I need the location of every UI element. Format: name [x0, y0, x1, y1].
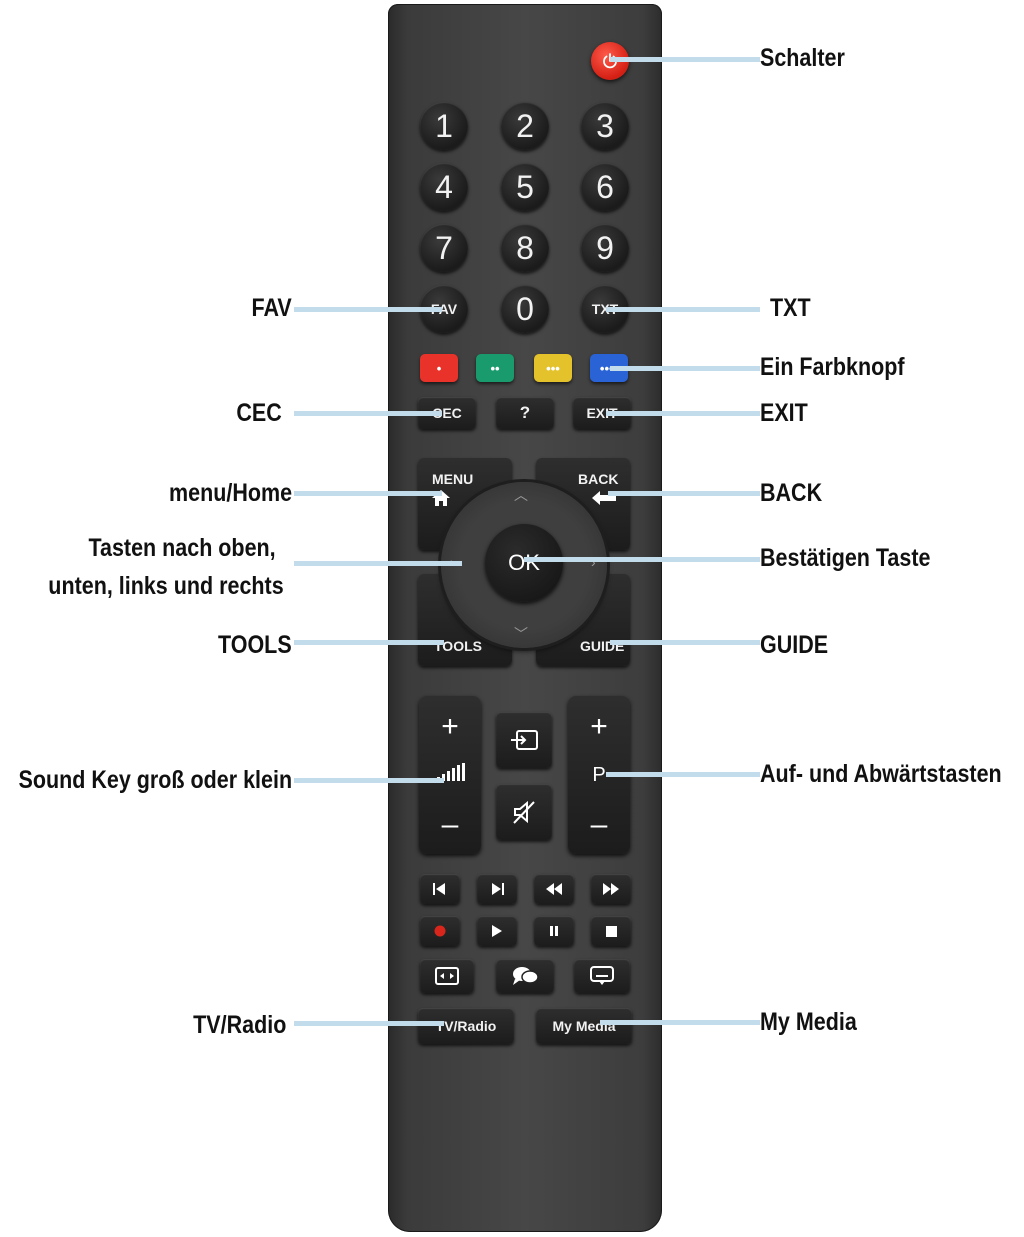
skip-back-button[interactable] — [420, 874, 460, 904]
skip-forward-icon — [492, 883, 504, 895]
play-button[interactable] — [477, 916, 517, 946]
mute-button[interactable] — [496, 784, 552, 840]
stop-icon — [605, 925, 617, 937]
mute-speaker-icon — [513, 800, 535, 824]
label-color: Ein Farbknopf — [760, 353, 905, 381]
arrow-right-icon[interactable]: › — [591, 554, 596, 570]
aspect-ratio-button[interactable] — [420, 959, 474, 993]
label-txt: TXT — [770, 294, 811, 322]
leader-tools — [294, 640, 444, 645]
leader-guide — [610, 640, 760, 645]
my-media-button[interactable]: My Media — [536, 1008, 632, 1044]
label-power: Schalter — [760, 44, 845, 72]
label-exit: EXIT — [760, 399, 808, 427]
green-key[interactable]: •• — [476, 354, 514, 382]
label-ok: Bestätigen Taste — [760, 544, 931, 572]
remote-control: 1 2 3 4 5 6 7 8 9 FAV 0 TXT • •• ••• •••… — [388, 4, 662, 1232]
leader-power — [610, 57, 760, 62]
leader-fav — [294, 307, 442, 312]
fast-forward-button[interactable] — [591, 874, 631, 904]
program-down-label: – — [590, 808, 608, 841]
number-key-3[interactable]: 3 — [581, 102, 629, 150]
number-key-8[interactable]: 8 — [501, 224, 549, 272]
leader-program — [606, 772, 760, 777]
leader-menu — [294, 491, 442, 496]
arrow-up-icon[interactable]: ︿ — [514, 487, 528, 503]
number-key-0[interactable]: 0 — [501, 285, 549, 333]
tv-radio-button[interactable]: TV/Radio — [418, 1008, 514, 1044]
stop-button[interactable] — [591, 916, 631, 946]
volume-down-label: – — [441, 808, 459, 841]
fast-forward-icon — [603, 883, 619, 895]
subtitle-icon — [590, 966, 614, 985]
label-program: Auf- und Abwärtstasten — [760, 760, 1002, 788]
leader-sound — [294, 778, 444, 783]
arrow-down-icon[interactable]: ﹀ — [514, 626, 528, 642]
number-key-1[interactable]: 1 — [420, 102, 468, 150]
leader-exit — [606, 411, 760, 416]
skip-back-icon — [433, 883, 445, 895]
label-tv-radio: TV/Radio — [192, 1011, 286, 1039]
volume-up-label: + — [441, 710, 459, 743]
menu-label: MENU — [432, 471, 474, 487]
record-button[interactable] — [420, 916, 460, 946]
speech-bubbles-icon — [513, 967, 539, 985]
program-label: P — [592, 764, 606, 786]
record-icon — [434, 925, 446, 937]
leader-txt — [606, 307, 760, 312]
number-key-7[interactable]: 7 — [420, 224, 468, 272]
pause-icon — [550, 926, 558, 936]
back-label: BACK — [578, 471, 619, 487]
back-arrow-icon — [592, 491, 616, 505]
help-button[interactable]: ? — [496, 397, 554, 429]
label-fav: FAV — [251, 294, 292, 322]
leader-my-media — [600, 1020, 760, 1025]
aspect-ratio-icon — [435, 967, 459, 985]
source-input-icon — [511, 730, 538, 750]
tools-label: TOOLS — [434, 638, 482, 654]
number-key-6[interactable]: 6 — [581, 163, 629, 211]
label-arrows-line1: Tasten nach oben, — [88, 534, 276, 562]
source-button[interactable] — [496, 712, 552, 768]
number-key-4[interactable]: 4 — [420, 163, 468, 211]
rewind-icon — [546, 883, 562, 895]
skip-forward-button[interactable] — [477, 874, 517, 904]
subtitle-button[interactable] — [574, 959, 630, 993]
leader-ok — [524, 557, 760, 562]
yellow-key[interactable]: ••• — [534, 354, 572, 382]
red-key[interactable]: • — [420, 354, 458, 382]
label-menu: menu/Home — [168, 479, 292, 507]
label-sound: Sound Key groß oder klein — [18, 766, 292, 794]
label-my-media: My Media — [760, 1008, 857, 1036]
number-key-2[interactable]: 2 — [501, 102, 549, 150]
pause-button[interactable] — [534, 916, 574, 946]
label-guide: GUIDE — [760, 631, 829, 659]
label-tools: TOOLS — [218, 631, 292, 659]
volume-rocker[interactable]: + – — [419, 696, 481, 854]
rewind-button[interactable] — [534, 874, 574, 904]
number-key-9[interactable]: 9 — [581, 224, 629, 272]
number-key-5[interactable]: 5 — [501, 163, 549, 211]
play-icon — [492, 925, 502, 937]
label-back: BACK — [760, 479, 823, 507]
ok-button[interactable]: OK — [485, 524, 563, 602]
label-cec: CEC — [236, 399, 282, 427]
leader-cec — [294, 411, 442, 416]
leader-tv-radio — [294, 1021, 444, 1026]
leader-arrows — [294, 561, 462, 566]
program-up-label: + — [590, 710, 608, 743]
leader-back — [608, 491, 760, 496]
leader-color — [610, 366, 760, 371]
language-button[interactable] — [496, 959, 554, 993]
label-arrows-line2: unten, links und rechts — [48, 572, 284, 600]
